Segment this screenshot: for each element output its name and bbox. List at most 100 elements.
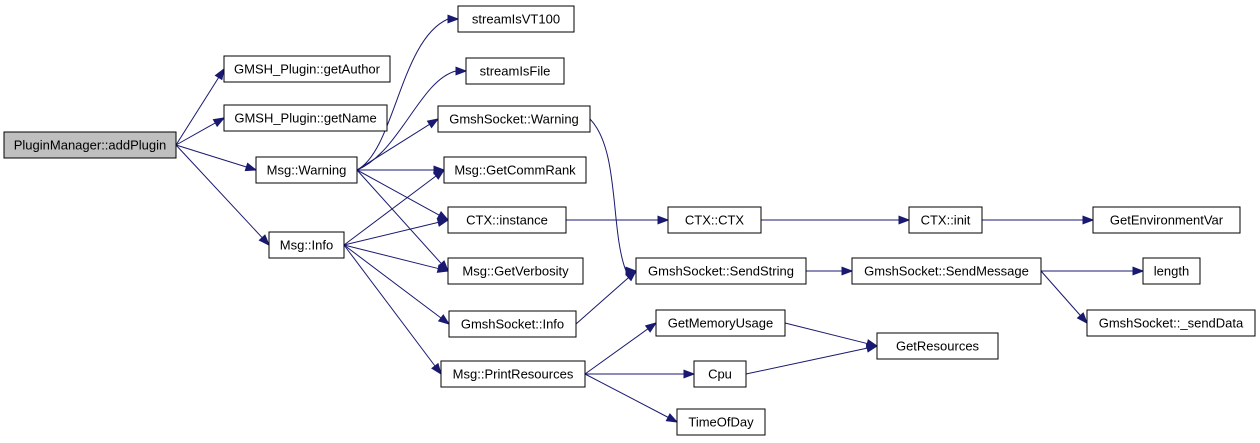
- node-label: Msg::PrintResources: [453, 367, 574, 382]
- node-getauthor[interactable]: GMSH_Plugin::getAuthor: [223, 55, 391, 83]
- arrowhead: [657, 215, 670, 225]
- node-pm-addplugin[interactable]: PluginManager::addPlugin: [3, 131, 177, 159]
- node-box: [437, 105, 591, 133]
- node-label: CTX::init: [921, 213, 971, 228]
- node-box: [1086, 309, 1256, 337]
- node-label: GmshSocket::Info: [461, 317, 564, 332]
- arrowhead: [432, 169, 446, 180]
- arrowhead: [212, 117, 226, 128]
- node-box: [223, 104, 388, 132]
- call-nodes: PluginManager::addPlugin GMSH_Plugin::get…: [3, 5, 1256, 436]
- node-getname[interactable]: GMSH_Plugin::getName: [223, 104, 388, 132]
- edge-msg_info-to-gsock_info: [343, 244, 451, 325]
- node-gsock-sendmessage[interactable]: GmshSocket::SendMessage: [851, 257, 1042, 285]
- node-label: GMSH_Plugin::getAuthor: [234, 62, 381, 77]
- node-gsock-info[interactable]: GmshSocket::Info: [448, 310, 577, 338]
- node-msg-getcommrank[interactable]: Msg::GetCommRank: [443, 156, 587, 184]
- arrowhead: [625, 270, 638, 282]
- edge-gsock_info-to-gsock_sendstring: [575, 270, 638, 325]
- arrowhead: [431, 362, 442, 376]
- node-getenvironmentvar[interactable]: GetEnvironmentVar: [1092, 206, 1241, 234]
- edge-gsock_warning-to-gsock_sendstring: [589, 118, 638, 276]
- node-box: [448, 310, 577, 338]
- node-label: streamIsVT100: [472, 12, 560, 27]
- node-label: Msg::GetVerbosity: [462, 264, 569, 279]
- node-box: [667, 206, 762, 234]
- node-label: GetMemoryUsage: [668, 316, 773, 331]
- edge-line: [584, 328, 649, 375]
- node-label: CTX::instance: [466, 213, 548, 228]
- arrowhead: [436, 264, 450, 273]
- node-box: [676, 408, 766, 436]
- edge-line: [175, 77, 220, 146]
- edge-line: [356, 169, 440, 216]
- node-box: [255, 156, 358, 184]
- edge-line: [745, 347, 868, 375]
- node-box: [693, 360, 747, 388]
- arrowhead: [436, 218, 450, 227]
- node-label: PluginManager::addPlugin: [14, 138, 167, 153]
- node-gsock-warning[interactable]: GmshSocket::Warning: [437, 105, 591, 133]
- node-box: [465, 57, 565, 85]
- edge-msg_warning-to-msg_getverbosity: [356, 169, 449, 273]
- edge-gsock_sendstring-to-gsock_sendmessage: [806, 266, 854, 276]
- node-box: [1092, 206, 1241, 234]
- node-gsock-senddata[interactable]: GmshSocket::_sendData: [1086, 309, 1256, 337]
- edge-msg_info-to-msg_getverbosity: [343, 244, 450, 273]
- node-label: CTX::CTX: [685, 213, 745, 228]
- node-msg-warning[interactable]: Msg::Warning: [255, 156, 358, 184]
- node-msg-info[interactable]: Msg::Info: [268, 231, 345, 259]
- edge-ctx_init-to-getenvironmentvar: [982, 215, 1095, 225]
- node-box: [457, 5, 575, 33]
- node-label: GmshSocket::SendMessage: [864, 264, 1029, 279]
- node-box: [3, 131, 177, 159]
- edge-getmemoryusage-to-getresources: [784, 322, 879, 348]
- arrowhead: [258, 234, 270, 247]
- node-cpu[interactable]: Cpu: [693, 360, 747, 388]
- node-ctx-ctx[interactable]: CTX::CTX: [667, 206, 762, 234]
- edge-line: [784, 322, 868, 345]
- edge-msg_printresources-to-getmemoryusage: [584, 322, 658, 375]
- node-box: [851, 257, 1042, 285]
- arrowhead: [455, 66, 468, 76]
- node-label: TimeOfDay: [688, 415, 754, 430]
- arrowhead: [644, 322, 658, 333]
- edge-line: [1040, 270, 1081, 316]
- node-streamisfile[interactable]: streamIsFile: [465, 57, 565, 85]
- edge-msg_warning-to-streamisvt100: [356, 14, 460, 171]
- arrowhead: [244, 162, 258, 172]
- node-label: GetResources: [896, 339, 980, 354]
- node-box: [655, 309, 786, 337]
- edge-pm_addplugin-to-getauthor: [175, 67, 225, 146]
- node-label: GMSH_Plugin::getName: [234, 111, 376, 126]
- arrowhead: [1132, 266, 1145, 276]
- node-msg-printresources[interactable]: Msg::PrintResources: [440, 360, 586, 388]
- edge-line: [356, 169, 442, 264]
- node-ctx-init[interactable]: CTX::init: [908, 206, 983, 234]
- arrowhead: [437, 314, 451, 325]
- node-getresources[interactable]: GetResources: [876, 332, 999, 360]
- edge-pm_addplugin-to-getname: [175, 117, 226, 146]
- node-streamisvt100[interactable]: streamIsVT100: [457, 5, 575, 33]
- edge-line: [356, 18, 449, 171]
- node-timeofday[interactable]: TimeOfDay: [676, 408, 766, 436]
- arrowhead: [841, 266, 854, 276]
- node-label: GmshSocket::_sendData: [1099, 316, 1244, 331]
- node-ctx-instance[interactable]: CTX::instance: [447, 206, 567, 234]
- node-gsock-sendstring[interactable]: GmshSocket::SendString: [635, 257, 807, 285]
- arrowhead: [447, 14, 460, 24]
- node-box: [223, 55, 391, 83]
- node-box: [440, 360, 586, 388]
- node-getmemoryusage[interactable]: GetMemoryUsage: [655, 309, 786, 337]
- node-box: [447, 257, 584, 285]
- node-label: streamIsFile: [480, 64, 551, 79]
- node-label: Msg::GetCommRank: [454, 163, 576, 178]
- node-msg-getverbosity[interactable]: Msg::GetVerbosity: [447, 257, 584, 285]
- node-label: GmshSocket::SendString: [648, 264, 794, 279]
- arrowhead: [1076, 312, 1088, 325]
- node-label: length: [1154, 264, 1189, 279]
- edge-msg_printresources-to-cpu: [585, 369, 696, 379]
- edge-line: [589, 118, 627, 272]
- node-length[interactable]: length: [1142, 257, 1201, 285]
